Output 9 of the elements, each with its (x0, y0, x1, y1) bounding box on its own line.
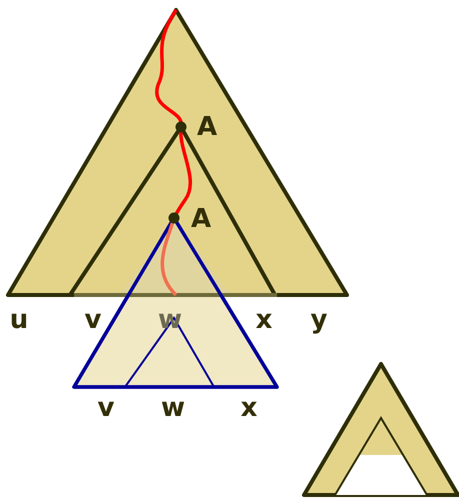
string-part-label: u (10, 307, 28, 333)
node-label: A (196, 114, 218, 140)
string-part-label: x (256, 307, 272, 333)
string-part-label: v (98, 395, 114, 421)
node-label: A (190, 206, 212, 232)
string-part-label: x (240, 395, 258, 421)
string-part-label: y (310, 307, 328, 333)
string-part-label: w (160, 395, 186, 421)
string-part-label: v (84, 307, 102, 333)
